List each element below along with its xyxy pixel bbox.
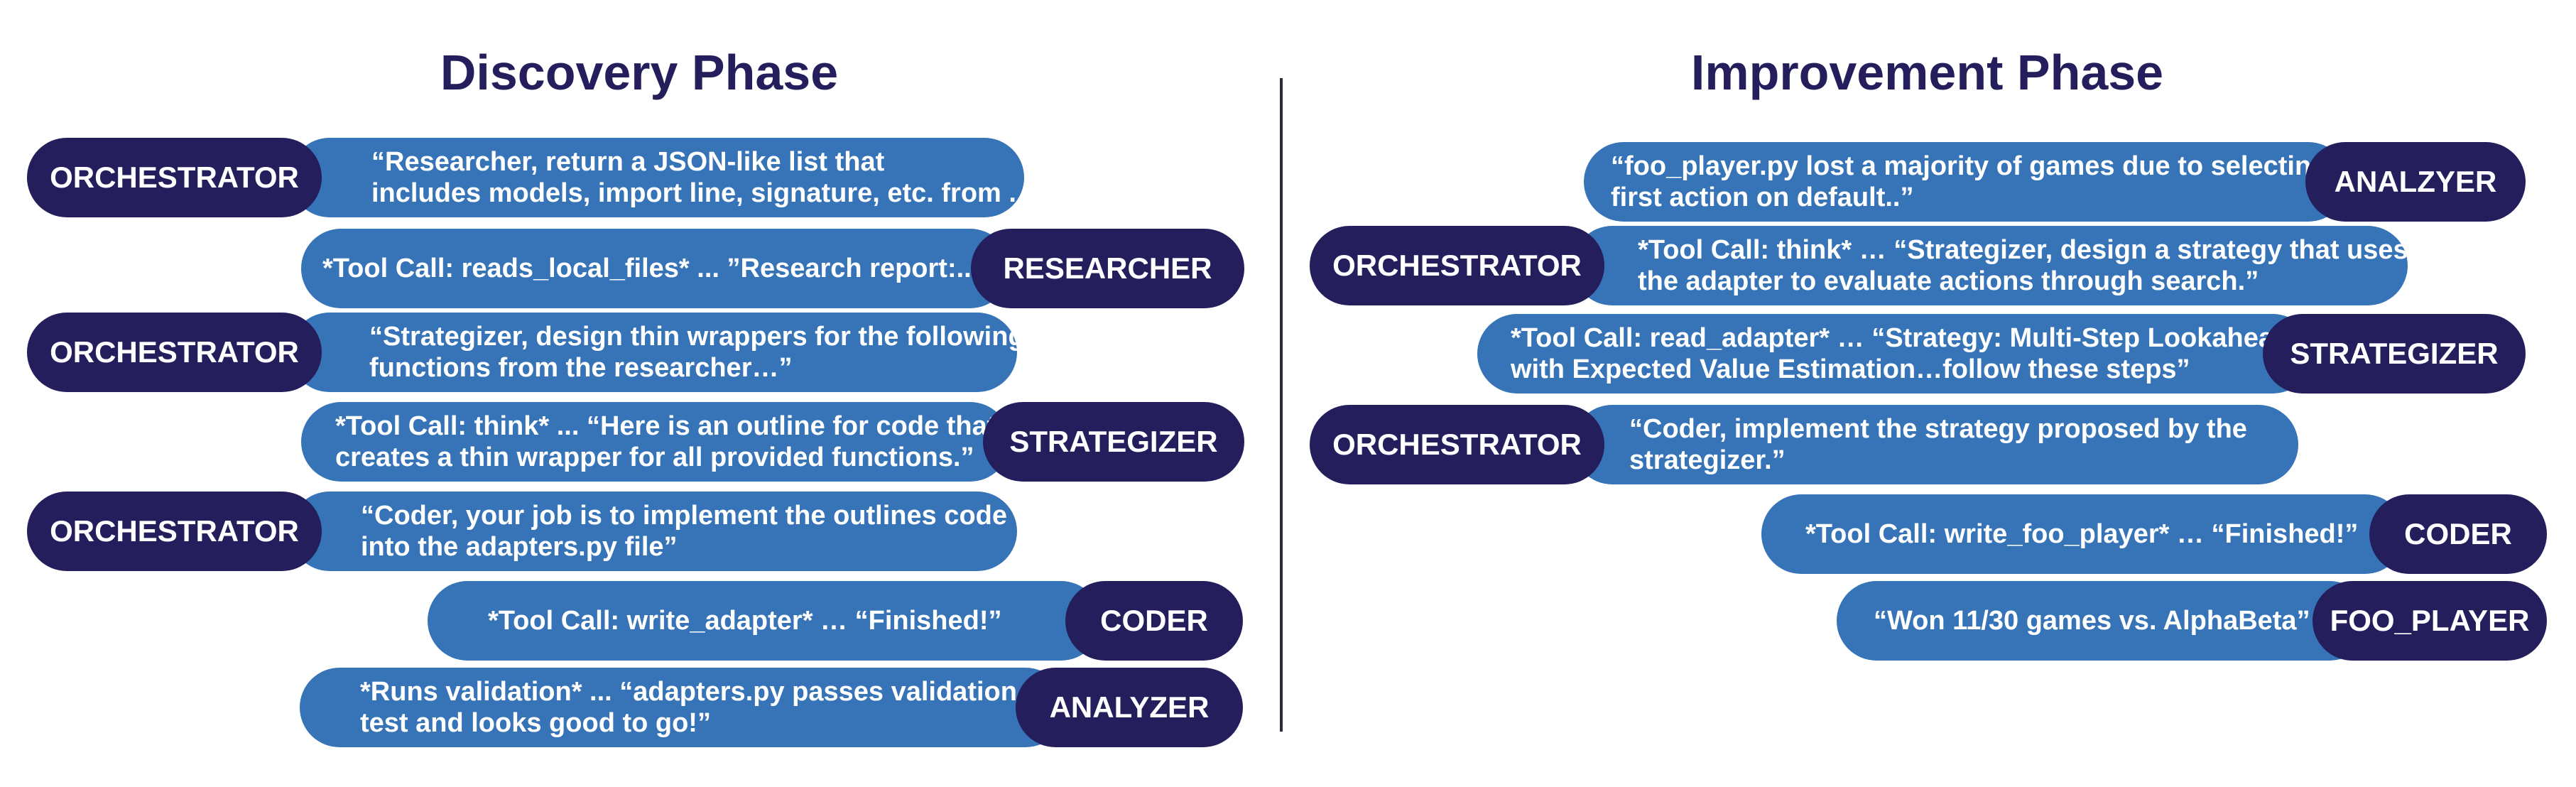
message-analyzer: *Runs validation* ... “adapters.py passe… [300,668,1243,747]
agent-badge: CODER [2369,494,2547,574]
agent-badge: ORCHESTRATOR [27,492,322,571]
message-bubble: *Tool Call: write_adapter* … “Finished!” [428,581,1101,661]
agent-badge: ORCHESTRATOR [1310,226,1604,305]
message-bubble: “Researcher, return a JSON-like list tha… [290,138,1024,217]
agent-badge: ANALYZER [1016,668,1243,747]
message-strategizer-improvement: *Tool Call: read_adapter* … “Strategy: M… [1477,314,2526,394]
message-foo-player: “Won 11/30 games vs. AlphaBeta” FOO_PLAY… [1837,581,2547,661]
message-bubble: *Runs validation* ... “adapters.py passe… [300,668,1065,747]
message-coder-improvement: *Tool Call: write_foo_player* … “Finishe… [1761,494,2547,574]
improvement-phase-title: Improvement Phase [1690,45,2164,100]
agent-badge: STRATEGIZER [983,402,1244,482]
message-bubble: “Coder, your job is to implement the out… [290,492,1017,571]
message-orchestrator-to-strategizer: “Strategizer, design thin wrappers for t… [27,313,1017,392]
discovery-phase-title: Discovery Phase [440,45,839,100]
message-orchestrator-to-strategizer-improvement: *Tool Call: think* … “Strategizer, desig… [1310,226,2408,305]
message-text: *Runs validation* ... “adapters.py passe… [360,677,1017,738]
message-text: *Tool Call: read_adapter* … “Strategy: M… [1511,323,2290,384]
message-orchestrator-to-researcher: “Researcher, return a JSON-like list tha… [27,138,1024,217]
message-bubble: “foo_player.py lost a majority of games … [1584,142,2348,222]
message-researcher: *Tool Call: reads_local_files* ... ”Rese… [301,229,1244,308]
message-bubble: *Tool Call: reads_local_files* ... ”Rese… [301,229,1010,308]
message-bubble: *Tool Call: write_foo_player* … “Finishe… [1761,494,2405,574]
agent-badge: STRATEGIZER [2263,314,2526,394]
message-text: *Tool Call: write_adapter* … “Finished!” [488,606,1002,636]
message-strategizer: *Tool Call: think* ... “Here is an outli… [301,402,1244,482]
message-text: “Researcher, return a JSON-like list tha… [371,147,1024,208]
message-text: “Coder, implement the strategy proposed … [1629,414,2247,475]
message-text: “Strategizer, design thin wrappers for t… [369,322,1017,383]
agent-badge: FOO_PLAYER [2313,581,2547,661]
agent-badge: CODER [1065,581,1243,661]
message-bubble: “Strategizer, design thin wrappers for t… [290,313,1017,392]
message-analyzer-improvement: “foo_player.py lost a majority of games … [1584,142,2526,222]
message-text: *Tool Call: reads_local_files* ... ”Rese… [322,254,993,283]
message-text: *Tool Call: write_foo_player* … “Finishe… [1805,519,2359,549]
message-orchestrator-to-coder: “Coder, your job is to implement the out… [27,492,1017,571]
message-orchestrator-to-coder-improvement: “Coder, implement the strategy proposed … [1310,405,2298,484]
message-text: *Tool Call: think* … “Strategizer, desig… [1638,235,2408,296]
agent-badge: ORCHESTRATOR [27,138,322,217]
message-bubble: “Coder, implement the strategy proposed … [1572,405,2298,484]
message-bubble: *Tool Call: think* ... “Here is an outli… [301,402,1010,482]
agent-badge: RESEARCHER [971,229,1244,308]
agent-badge: ORCHESTRATOR [27,313,322,392]
agent-badge: ANALZYER [2305,142,2526,222]
message-coder: *Tool Call: write_adapter* … “Finished!”… [428,581,1243,661]
phase-divider [1280,78,1283,732]
message-text: “Won 11/30 games vs. AlphaBeta” [1874,606,2310,636]
message-bubble: *Tool Call: think* … “Strategizer, desig… [1572,226,2408,305]
message-bubble: *Tool Call: read_adapter* … “Strategy: M… [1477,314,2313,394]
message-text: “foo_player.py lost a majority of games … [1611,151,2328,212]
message-text: *Tool Call: think* ... “Here is an outli… [335,411,996,472]
message-text: “Coder, your job is to implement the out… [361,501,1007,562]
agent-badge: ORCHESTRATOR [1310,405,1604,484]
message-bubble: “Won 11/30 games vs. AlphaBeta” [1837,581,2369,661]
